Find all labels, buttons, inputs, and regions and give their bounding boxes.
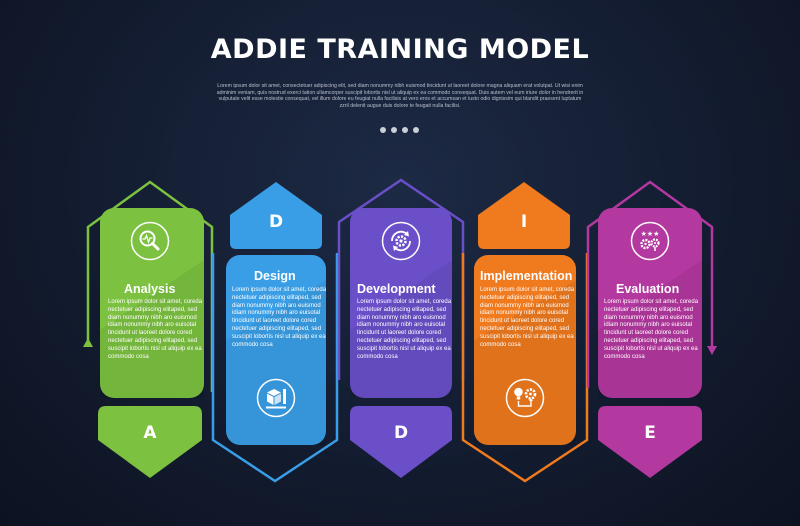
evaluation-body: Lorem ipsum dolor sit amet, coreda necte… — [604, 299, 699, 360]
bulb-gear-icon — [505, 378, 545, 418]
evaluation-panel — [598, 208, 702, 398]
analysis-outline-arrow — [83, 338, 93, 347]
development-arrow-tab — [350, 406, 452, 478]
evaluation-outline — [586, 180, 714, 388]
development-letter: D — [393, 423, 409, 443]
design-arrow-tab — [230, 182, 322, 249]
implementation-body: Lorem ipsum dolor sit amet, coreda necte… — [480, 287, 575, 348]
implementation-arrow-tab — [478, 182, 570, 249]
design-body: Lorem ipsum dolor sit amet, coreda necte… — [232, 287, 327, 348]
design-title: Design — [254, 269, 296, 283]
gear-cycle-icon — [381, 221, 421, 261]
design-panel — [226, 255, 326, 445]
magnifier-chart-icon — [130, 221, 170, 261]
analysis-letter: A — [143, 423, 157, 443]
cube-ruler-icon — [256, 378, 296, 418]
analysis-panel — [100, 208, 204, 398]
analysis-arrow-tab — [98, 406, 202, 478]
development-panel — [350, 208, 452, 398]
implementation-shade — [474, 280, 576, 445]
evaluation-outline-arrow — [707, 346, 717, 355]
evaluation-shade — [598, 260, 702, 398]
development-body: Lorem ipsum dolor sit amet, coreda necte… — [357, 299, 452, 360]
page-title: ADDIE TRAINING MODEL — [210, 34, 590, 65]
development-shade — [350, 260, 452, 398]
page-subtitle: Lorem ipsum dolor sit amet, consectetuer… — [216, 83, 584, 109]
design-shade — [226, 280, 326, 445]
implementation-title: Implementation — [480, 269, 573, 283]
pagination-dots — [380, 127, 419, 133]
analysis-title: Analysis — [124, 282, 176, 296]
development-title: Development — [357, 282, 436, 296]
analysis-shade — [100, 260, 204, 398]
implementation-panel — [474, 255, 576, 445]
analysis-body: Lorem ipsum dolor sit amet, coreda necte… — [108, 299, 203, 360]
evaluation-title: Evaluation — [616, 282, 680, 296]
design-letter: D — [268, 212, 284, 232]
design-outline — [211, 253, 339, 483]
implementation-letter: I — [520, 212, 528, 232]
evaluation-letter: E — [644, 423, 656, 443]
svg-text:★★★: ★★★ — [641, 230, 660, 238]
evaluation-arrow-tab — [598, 406, 702, 478]
stars-gears-icon: ★★★ — [630, 221, 670, 261]
